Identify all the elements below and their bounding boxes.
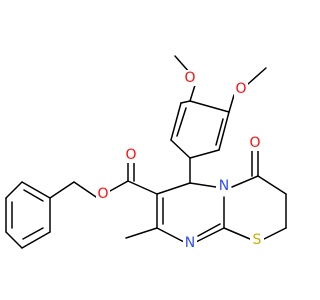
bond — [189, 149, 220, 159]
oxygen-atom-ester-carbonyl: O — [125, 147, 136, 163]
bond — [189, 182, 217, 188]
bond — [156, 182, 191, 195]
bond — [197, 223, 221, 237]
bond — [156, 227, 185, 243]
atom-labels: O O O O O N N S — [96, 70, 264, 251]
oxygen-atom-ketone: O — [249, 135, 260, 151]
bond — [257, 175, 287, 195]
bond — [22, 227, 44, 240]
bond — [73, 181, 97, 198]
bond — [21, 231, 51, 249]
sulfur-atom: S — [253, 232, 262, 248]
bond — [127, 180, 158, 195]
oxygen-atom-methoxy-right: O — [235, 81, 246, 97]
bond — [170, 102, 182, 141]
bond — [215, 118, 224, 146]
bond-lines — [5, 55, 287, 249]
bond — [247, 67, 267, 85]
bond — [176, 107, 187, 137]
bond — [231, 175, 259, 188]
bond — [228, 94, 235, 113]
bond — [195, 227, 225, 243]
bond — [5, 231, 23, 249]
oxygen-atom-ester-link: O — [97, 186, 108, 202]
bond — [5, 181, 23, 199]
bond — [263, 227, 287, 240]
bond — [109, 180, 129, 192]
bond — [23, 189, 44, 202]
bond — [49, 181, 75, 199]
nitrogen-atom-ring: N — [185, 235, 195, 251]
bond — [218, 111, 230, 151]
molecule-structure: O O O O O N N S — [5, 55, 287, 251]
bond — [21, 181, 51, 199]
bond — [189, 100, 230, 113]
oxygen-atom-methoxy-top: O — [184, 70, 195, 86]
bond — [125, 227, 158, 239]
nitrogen-atom-bridgehead: N — [219, 178, 229, 194]
bond — [170, 139, 191, 159]
bond — [223, 227, 251, 240]
bond — [180, 100, 191, 104]
